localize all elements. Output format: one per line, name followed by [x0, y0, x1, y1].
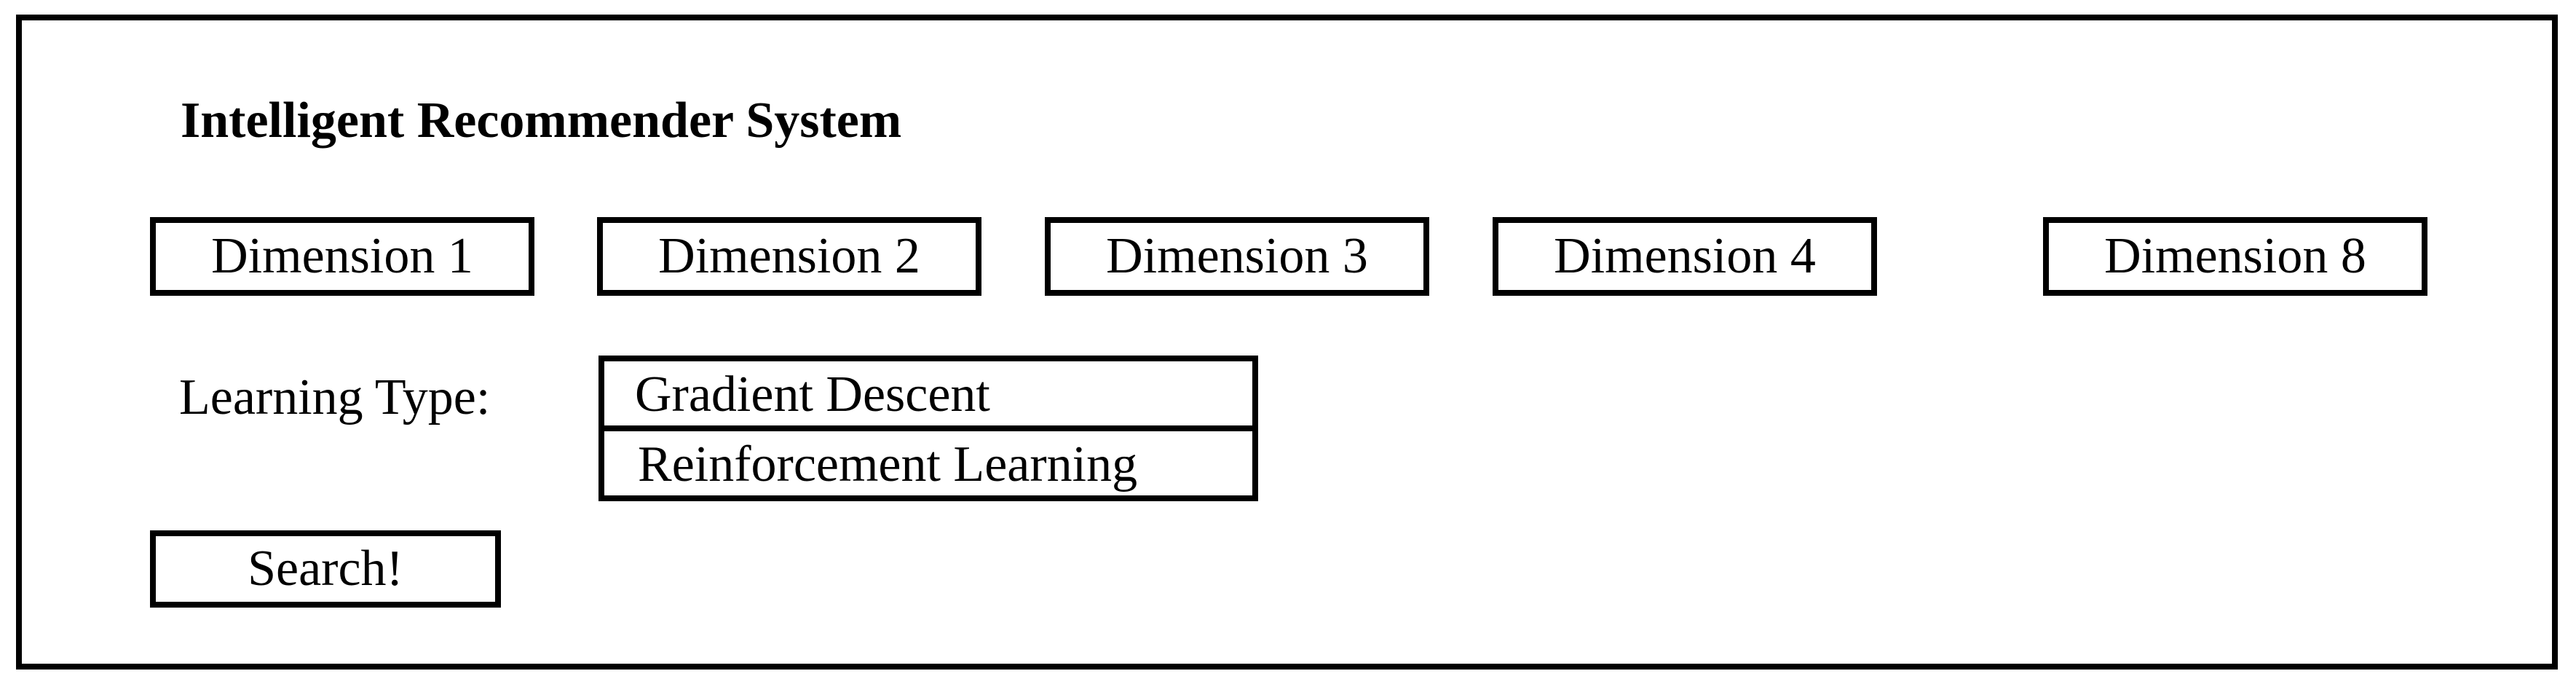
dimension-8-button[interactable]: Dimension 8 [2043, 217, 2427, 296]
dimension-4-button[interactable]: Dimension 4 [1493, 217, 1877, 296]
dimension-1-button[interactable]: Dimension 1 [150, 217, 534, 296]
learning-type-label: Learning Type: [179, 369, 491, 425]
dimension-2-button[interactable]: Dimension 2 [597, 217, 981, 296]
search-button[interactable]: Search! [150, 530, 501, 608]
learning-type-option-gradient-descent[interactable]: Gradient Descent [604, 361, 1252, 431]
page-title: Intelligent Recommender System [181, 93, 902, 149]
learning-type-option-reinforcement-learning[interactable]: Reinforcement Learning [638, 436, 1138, 492]
app-window [16, 15, 2558, 670]
dimension-3-button[interactable]: Dimension 3 [1045, 217, 1429, 296]
learning-type-list[interactable]: Gradient Descent Reinforcement Learning [598, 356, 1258, 501]
